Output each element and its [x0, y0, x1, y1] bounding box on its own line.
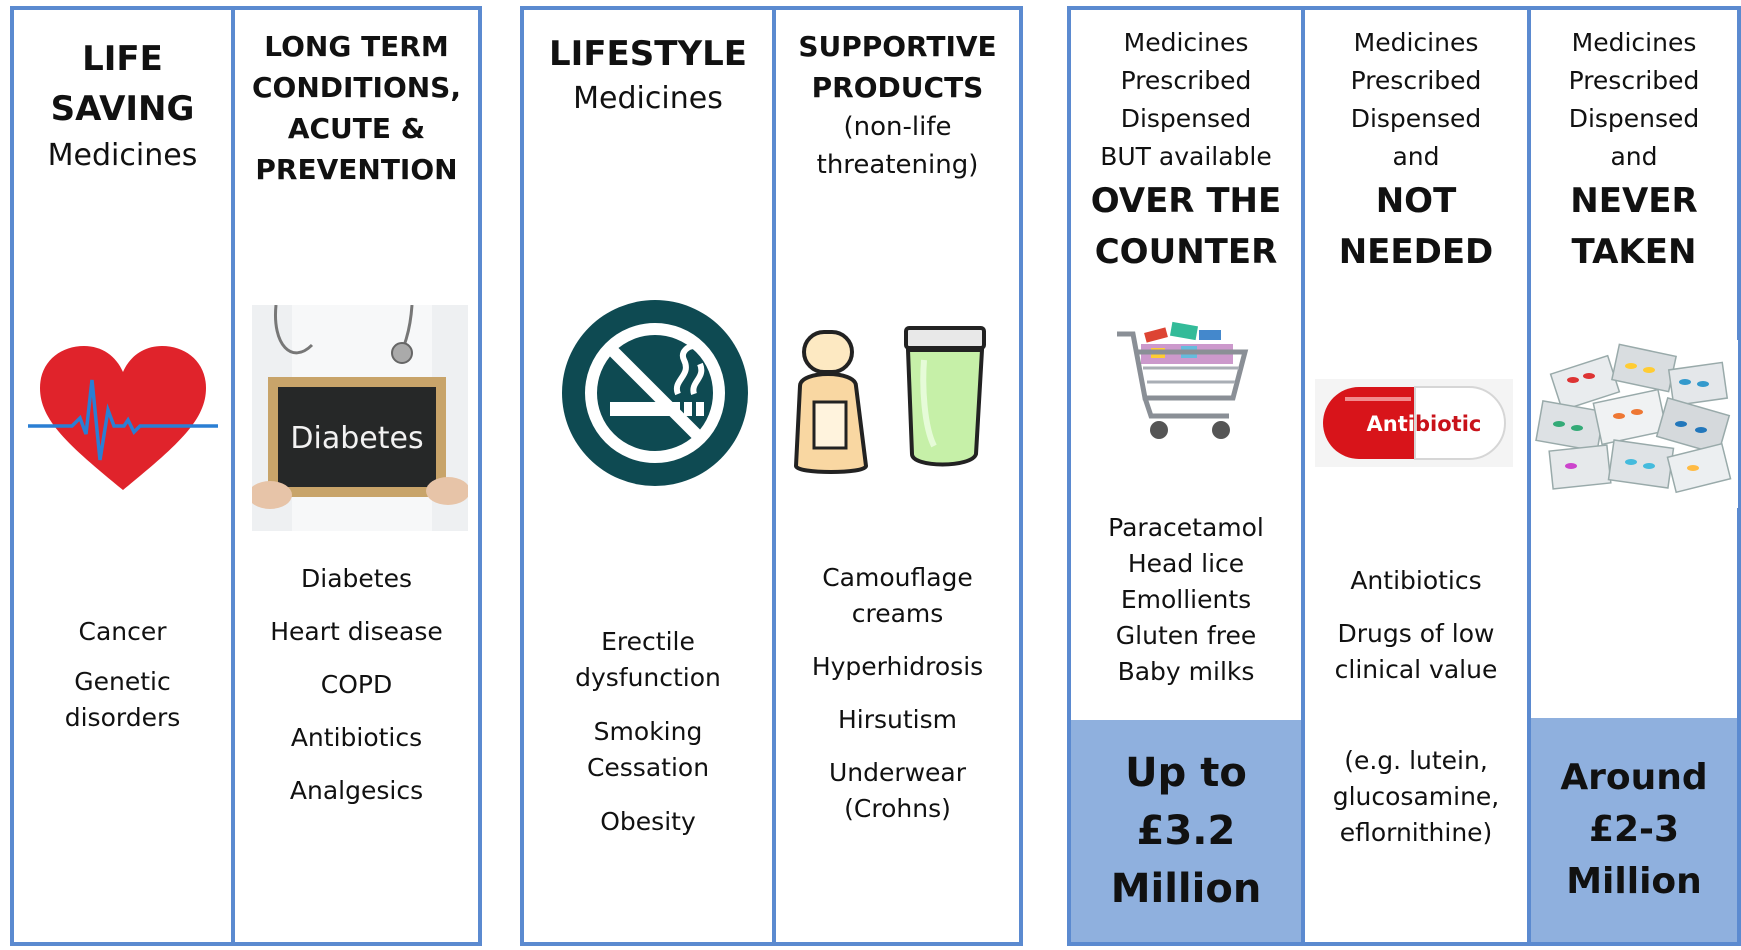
column-header: LIFESTYLE Medicines: [524, 30, 772, 120]
column-title: LONG TERM CONDITIONS, ACUTE & PREVENTION: [251, 30, 461, 186]
sign-text: Diabetes: [290, 421, 423, 456]
list-item: Drugs of low clinical value: [1334, 619, 1498, 684]
column-supportive: SUPPORTIVE PRODUCTS (non-life threatenin…: [772, 10, 1019, 942]
item-list: Camouflage creams Hyperhidrosis Hirsutis…: [776, 560, 1019, 841]
list-item: COPD: [320, 670, 393, 699]
column-over-the-counter: Medicines Prescribed Dispensed BUT avail…: [1071, 10, 1301, 942]
list-item: Erectile dysfunction: [575, 627, 721, 692]
column-pretitle: Medicines Prescribed Dispensed BUT avail…: [1100, 28, 1272, 171]
capsule-label-right: biotic: [1415, 412, 1481, 436]
diabetes-sign-image: Diabetes: [252, 305, 468, 531]
column-subtitle: Medicines: [573, 81, 723, 116]
list-item: Smoking Cessation: [586, 717, 710, 782]
list-item: Analgesics: [289, 776, 424, 805]
cost-estimate-otc: Up to £3.2 Million: [1071, 720, 1301, 942]
column-header: Medicines Prescribed Dispensed and NEVER…: [1531, 24, 1737, 278]
antibiotic-capsule-image: Anti biotic: [1315, 379, 1513, 467]
list-item: Cancer: [78, 617, 167, 646]
column-title: SUPPORTIVE PRODUCTS: [798, 30, 997, 104]
column-not-needed: Medicines Prescribed Dispensed and NOT N…: [1301, 10, 1527, 942]
list-item: Underwear (Crohns): [828, 758, 967, 823]
list-item: Camouflage creams: [822, 563, 973, 628]
list-item: Genetic disorders: [64, 667, 181, 732]
column-title: LIFE SAVING: [50, 39, 195, 129]
column-subtitle: (non-life threatening): [816, 112, 979, 180]
list-item: Heart disease: [270, 617, 443, 646]
item-list: Diabetes Heart disease COPD Antibiotics …: [235, 561, 478, 826]
capsule-label-left: Anti: [1367, 412, 1415, 436]
column-pretitle: Medicines Prescribed Dispensed and: [1568, 28, 1700, 171]
list-item: Hirsutism: [837, 705, 958, 734]
bottle-and-tube-icon: [794, 326, 986, 474]
list-item: Diabetes: [301, 564, 412, 593]
list-item: Paracetamol Head lice Emollients Gluten …: [1108, 513, 1264, 686]
item-list: Cancer Genetic disorders: [14, 614, 231, 750]
no-smoking-icon: [562, 300, 748, 486]
item-list: Paracetamol Head lice Emollients Gluten …: [1071, 510, 1301, 704]
column-title: LIFESTYLE: [549, 34, 747, 74]
column-header: Medicines Prescribed Dispensed BUT avail…: [1071, 24, 1301, 278]
heart-ecg-icon: [28, 346, 218, 490]
panel-group-lifestyle: LIFESTYLE Medicines Erectile dysfunction…: [520, 6, 1023, 946]
example-text: (e.g. lutein, glucosamine, eflornithine): [1332, 746, 1500, 847]
column-subtitle: Medicines: [47, 138, 198, 173]
column-long-term: LONG TERM CONDITIONS, ACUTE & PREVENTION…: [231, 10, 478, 942]
example-note: (e.g. lutein, glucosamine, eflornithine): [1305, 743, 1527, 865]
panel-group-waste: Medicines Prescribed Dispensed BUT avail…: [1067, 6, 1741, 946]
column-header: LIFE SAVING Medicines: [14, 34, 231, 178]
column-header: Medicines Prescribed Dispensed and NOT N…: [1305, 24, 1527, 278]
column-header: SUPPORTIVE PRODUCTS (non-life threatenin…: [776, 26, 1019, 184]
list-item: Obesity: [600, 807, 696, 836]
cost-estimate-never-taken: Around £2-3 Million: [1531, 718, 1737, 942]
shopping-cart-image: [1111, 316, 1261, 450]
column-never-taken: Medicines Prescribed Dispensed and NEVER…: [1527, 10, 1738, 942]
pill-pile-image: [1533, 340, 1738, 508]
column-title: OVER THE COUNTER: [1090, 181, 1282, 272]
column-life-saving: LIFE SAVING Medicines Cancer Genetic dis…: [14, 10, 231, 942]
list-item: Antibiotics: [290, 723, 423, 752]
panel-group-essential: LIFE SAVING Medicines Cancer Genetic dis…: [10, 6, 482, 946]
list-item: Antibiotics: [1350, 566, 1482, 595]
column-pretitle: Medicines Prescribed Dispensed and: [1350, 28, 1482, 171]
column-lifestyle: LIFESTYLE Medicines Erectile dysfunction…: [524, 10, 772, 942]
column-title: NEVER TAKEN: [1570, 181, 1698, 272]
column-title: NOT NEEDED: [1338, 181, 1494, 272]
item-list: Erectile dysfunction Smoking Cessation O…: [524, 624, 772, 854]
list-item: Hyperhidrosis: [811, 652, 984, 681]
item-list: Antibiotics Drugs of low clinical value: [1305, 563, 1527, 702]
